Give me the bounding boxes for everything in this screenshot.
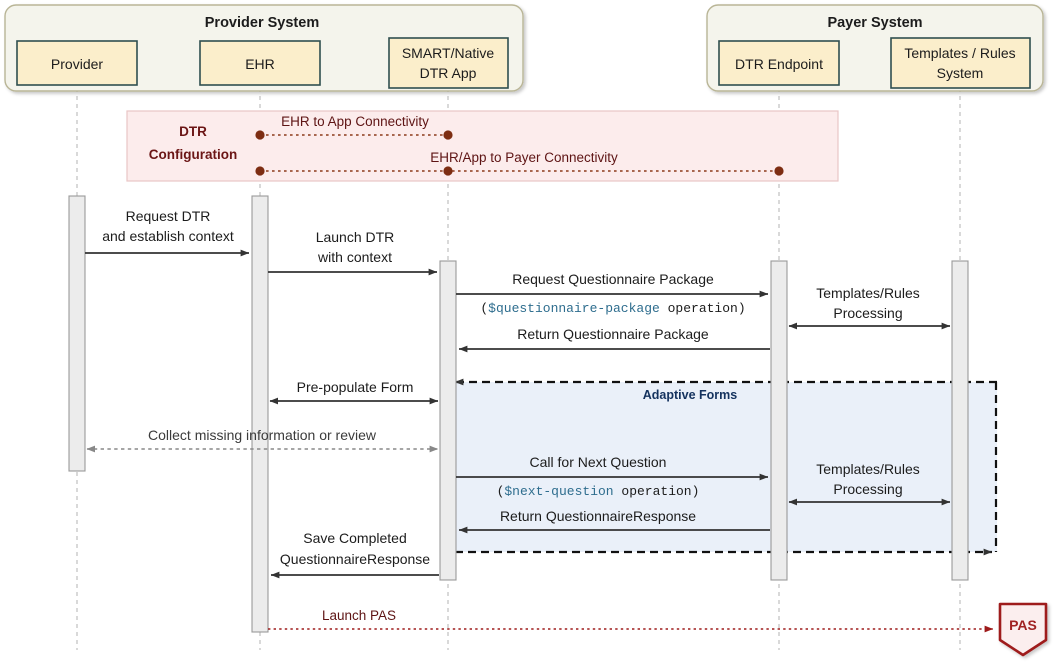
message-return-questionnaire-package: Return Questionnaire Package bbox=[458, 326, 770, 353]
dtr-configuration-label-line2: Configuration bbox=[149, 147, 237, 162]
message-request-dtr: Request DTR and establish context bbox=[85, 208, 250, 257]
message-collect-missing-info-label: Collect missing information or review bbox=[148, 427, 377, 443]
message-return-qp-label: Return Questionnaire Package bbox=[517, 326, 709, 342]
message-return-questionnaire-response: Return QuestionnaireResponse bbox=[458, 508, 770, 534]
dtr-configuration-label-line1: DTR bbox=[179, 124, 207, 139]
activation-ehr bbox=[251, 195, 269, 633]
message-return-qr-label: Return QuestionnaireResponse bbox=[500, 508, 696, 524]
message-launch-dtr-line1: Launch DTR bbox=[316, 229, 395, 245]
message-request-questionnaire-package: Request Questionnaire Package ($question… bbox=[456, 271, 769, 316]
actor-label-templates-rules-line2: System bbox=[937, 65, 984, 81]
message-trp1-line1: Templates/Rules bbox=[816, 285, 920, 301]
activation-templates-rules bbox=[951, 260, 969, 581]
message-trp1-line2: Processing bbox=[833, 305, 902, 321]
message-request-qp-operation: ($questionnaire-package operation) bbox=[480, 301, 745, 316]
actor-label-dtr-endpoint: DTR Endpoint bbox=[735, 56, 823, 72]
message-templates-rules-processing-1: Templates/Rules Processing bbox=[788, 285, 951, 330]
op-suffix-1: operation) bbox=[660, 301, 746, 316]
message-request-dtr-line2: and establish context bbox=[102, 228, 234, 244]
activation-dtr-app bbox=[439, 260, 457, 581]
config-dot-ehr-left-2 bbox=[255, 166, 265, 176]
actor-box-provider[interactable] bbox=[16, 40, 138, 86]
actor-label-provider: Provider bbox=[51, 56, 103, 72]
adaptive-forms-loop: Adaptive Forms bbox=[448, 378, 998, 556]
provider-system-title: Provider System bbox=[205, 15, 319, 31]
actor-label-dtr-app-line1: SMART/Native bbox=[402, 45, 495, 61]
message-call-next-question: Call for Next Question ($next-question o… bbox=[456, 454, 769, 499]
config-dot-app-mid bbox=[443, 166, 453, 176]
actor-box-dtr-app[interactable] bbox=[388, 37, 509, 89]
message-save-completed-qr: Save Completed QuestionnaireResponse bbox=[270, 530, 439, 579]
actor-label-ehr: EHR bbox=[245, 56, 275, 72]
op-name-questionnaire-package: $questionnaire-package bbox=[488, 301, 660, 316]
message-call-nq-line1: Call for Next Question bbox=[530, 454, 667, 470]
op-name-next-question: $next-question bbox=[504, 484, 613, 499]
activation-dtr-endpoint bbox=[770, 260, 788, 581]
pas-endpoint-badge[interactable]: PAS bbox=[998, 602, 1048, 657]
config-dot-payer-right bbox=[774, 166, 784, 176]
actor-box-ehr[interactable] bbox=[199, 40, 321, 86]
actor-box-templates-rules[interactable] bbox=[890, 37, 1031, 89]
group-payer-system: Payer System DTR Endpoint Templates / Ru… bbox=[706, 4, 1044, 92]
actor-box-dtr-endpoint[interactable] bbox=[718, 40, 840, 86]
message-request-qp-line1: Request Questionnaire Package bbox=[512, 271, 714, 287]
message-pre-populate-form: Pre-populate Form bbox=[269, 379, 439, 405]
pas-badge-shape[interactable] bbox=[998, 602, 1048, 657]
op-suffix-2: operation) bbox=[614, 484, 700, 499]
message-launch-dtr: Launch DTR with context bbox=[268, 229, 438, 276]
pas-badge-label: PAS bbox=[1009, 617, 1037, 633]
op-paren-open-2: ( bbox=[497, 484, 505, 499]
message-launch-dtr-line2: with context bbox=[317, 249, 392, 265]
message-collect-missing-info: Collect missing information or review bbox=[86, 427, 439, 453]
actor-label-templates-rules-line1: Templates / Rules bbox=[904, 45, 1015, 61]
adaptive-forms-fill bbox=[448, 382, 997, 552]
message-request-dtr-line1: Request DTR bbox=[126, 208, 211, 224]
activation-provider bbox=[68, 195, 86, 472]
op-paren-open-1: ( bbox=[480, 301, 488, 316]
adaptive-forms-label: Adaptive Forms bbox=[643, 388, 738, 402]
message-save-qr-line2: QuestionnaireResponse bbox=[280, 551, 430, 567]
message-templates-rules-processing-2: Templates/Rules Processing bbox=[788, 461, 951, 506]
message-call-nq-operation: ($next-question operation) bbox=[497, 484, 700, 499]
dtr-configuration-block: DTR Configuration EHR to App Connectivit… bbox=[126, 110, 839, 182]
activation-bars bbox=[68, 195, 969, 633]
actor-label-dtr-app-line2: DTR App bbox=[420, 65, 477, 81]
config-msg-ehr-to-app-label: EHR to App Connectivity bbox=[281, 114, 429, 129]
message-pre-populate-form-label: Pre-populate Form bbox=[297, 379, 414, 395]
payer-system-title: Payer System bbox=[827, 15, 922, 31]
message-launch-pas-label: Launch PAS bbox=[322, 608, 396, 623]
message-trp2-line2: Processing bbox=[833, 481, 902, 497]
config-msg-ehr-app-to-payer-label: EHR/App to Payer Connectivity bbox=[430, 150, 618, 165]
config-dot-app-right bbox=[443, 130, 453, 140]
dtr-configuration-box bbox=[126, 110, 839, 182]
message-save-qr-line1: Save Completed bbox=[303, 530, 407, 546]
config-dot-ehr-left bbox=[255, 130, 265, 140]
message-trp2-line1: Templates/Rules bbox=[816, 461, 920, 477]
message-launch-pas: Launch PAS bbox=[268, 608, 994, 633]
group-provider-system: Provider System Provider EHR SMART/Nativ… bbox=[4, 4, 524, 92]
